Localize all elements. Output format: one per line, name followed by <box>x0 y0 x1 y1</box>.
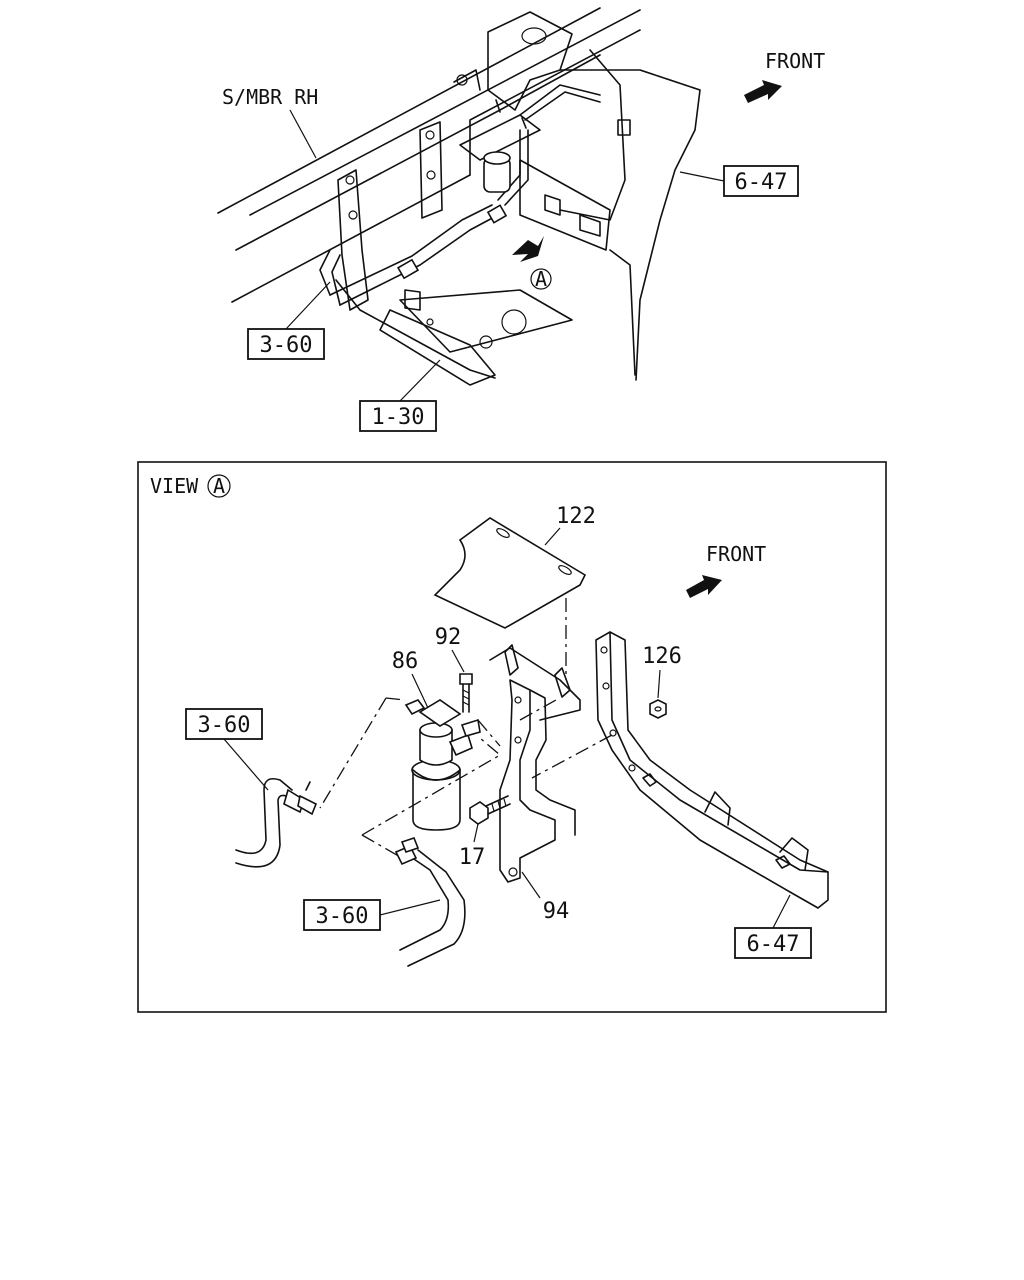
frame-member-right <box>595 631 829 909</box>
ref-box-1-30-top: 1-30 <box>359 359 441 432</box>
top-view-marker: A <box>535 267 547 291</box>
hose-upper-left <box>235 777 318 868</box>
part-17-label: 17 <box>459 845 486 870</box>
assembly-leaders <box>319 697 613 859</box>
view-title: VIEW A <box>150 474 231 498</box>
part-126-nut: 126 <box>642 644 682 719</box>
side-member-rail <box>217 7 641 303</box>
rail-bracket-left <box>337 121 443 311</box>
detail-view-a: VIEW A FRONT 122 94 <box>137 461 887 1013</box>
view-marker: A <box>213 474 225 498</box>
detail-front-indicator: FRONT <box>686 542 766 598</box>
ref-box-6-47-detail: 6-47 <box>734 894 812 959</box>
svg-text:3-60: 3-60 <box>198 713 251 738</box>
svg-text:VIEW: VIEW <box>150 474 199 498</box>
part-94-label: 94 <box>543 899 570 924</box>
mount-plate <box>335 279 573 386</box>
svg-text:6-47: 6-47 <box>735 170 788 195</box>
receiver-drier-top <box>459 99 541 193</box>
view-a-arrow: A <box>512 236 552 291</box>
part-17-bolt: 17 <box>459 795 511 870</box>
svg-text:3-60: 3-60 <box>260 333 313 358</box>
svg-text:3-60: 3-60 <box>316 904 369 929</box>
fender-panel <box>519 49 701 381</box>
part-126-label: 126 <box>642 644 682 669</box>
top-front-indicator: FRONT <box>744 49 825 103</box>
detail-front-arrow-icon <box>686 575 722 598</box>
top-front-label: FRONT <box>765 49 825 73</box>
frame-label-leader <box>289 109 317 159</box>
part-92-bolt: 92 <box>435 625 473 713</box>
ref-box-3-60-top: 3-60 <box>247 281 331 360</box>
detail-front-label: FRONT <box>706 542 766 566</box>
upper-crossmember <box>453 11 573 111</box>
ref-box-3-60-upper: 3-60 <box>185 708 269 791</box>
svg-text:1-30: 1-30 <box>372 405 425 430</box>
frame-label: S/MBR RH <box>222 85 318 109</box>
part-122-label: 122 <box>556 504 596 529</box>
detail-frame <box>137 461 887 1013</box>
top-view: A FRONT S/MBR RH 6-47 3-60 1-30 <box>217 7 825 432</box>
part-86-receiver-drier: 86 <box>392 649 481 831</box>
svg-text:6-47: 6-47 <box>747 932 800 957</box>
part-92-label: 92 <box>435 625 462 650</box>
ac-pipe <box>319 84 601 306</box>
front-arrow-icon <box>744 80 782 103</box>
part-122-cover: 122 <box>433 504 596 680</box>
part-86-label: 86 <box>392 649 419 674</box>
hose-lower <box>394 837 466 967</box>
ref-box-3-60-lower: 3-60 <box>303 899 441 931</box>
ref-box-6-47-top: 6-47 <box>679 165 799 197</box>
part-94-bracket: 94 <box>489 644 581 924</box>
